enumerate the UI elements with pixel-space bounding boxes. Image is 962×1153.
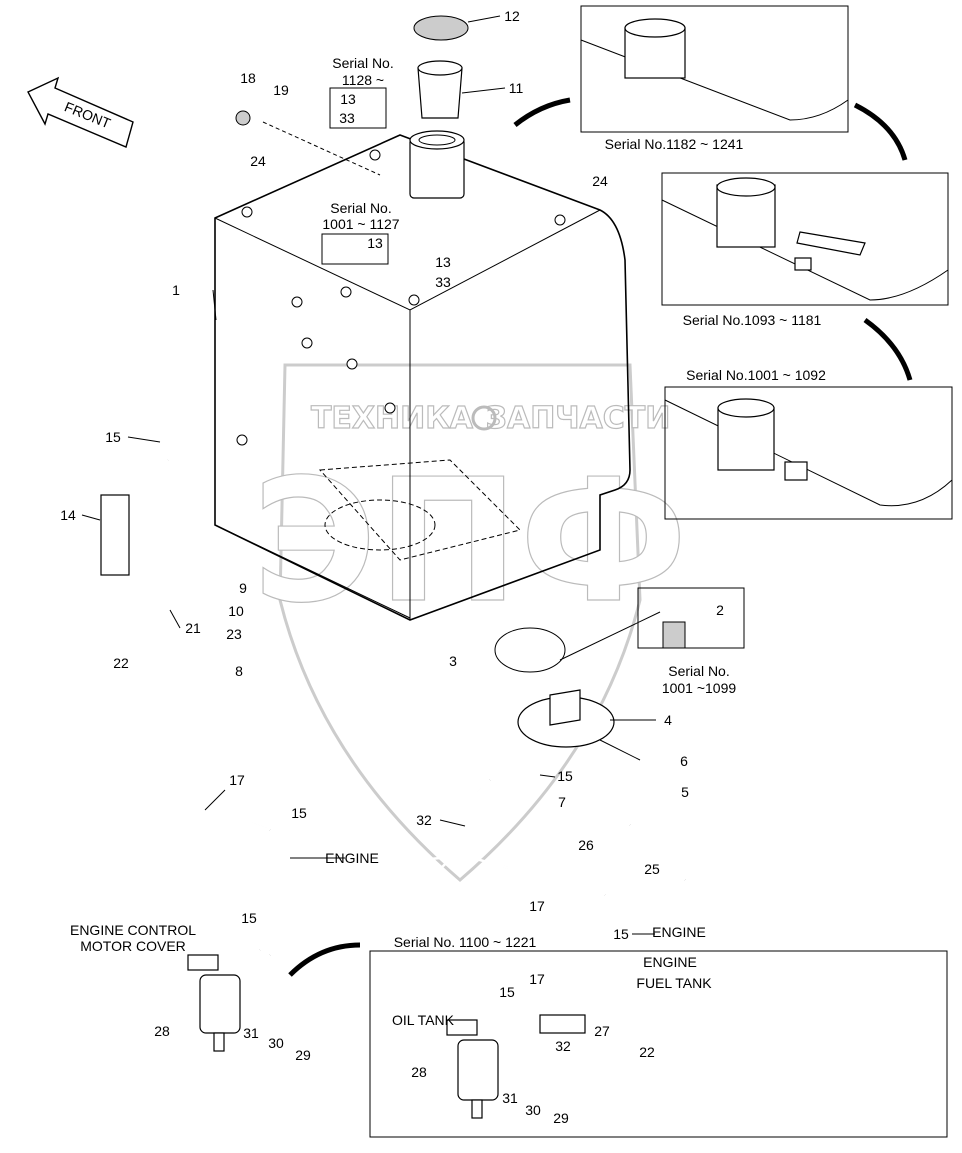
part-number-callout: 18 [240, 70, 256, 86]
part-number-callout: 4 [664, 712, 672, 728]
part-number-callout: 19 [273, 82, 289, 98]
annotation-label: 1001 ~ 1127 [322, 216, 399, 232]
annotation-label: MOTOR COVER [80, 938, 186, 954]
part-number-callout: 12 [504, 8, 520, 24]
part-number-callout: 15 [557, 768, 573, 784]
annotation-label: ENGINE CONTROL [70, 922, 196, 938]
serial-box-1001 [321, 233, 389, 265]
part-number-callout: 15 [499, 984, 515, 1000]
fuel-tank [214, 130, 631, 621]
part-number-callout: 21 [185, 620, 201, 636]
part-number-callout: 2 [716, 602, 724, 618]
part-number-callout: 13 [367, 235, 383, 251]
inset-serial-1100-1221 [369, 950, 948, 1138]
part-number-callout: 17 [229, 772, 245, 788]
part-number-callout: 13 [435, 254, 451, 270]
part-number-callout: 28 [154, 1023, 170, 1039]
o-ring [494, 627, 566, 673]
part-number-callout: 15 [613, 926, 629, 942]
part-number-callout: 30 [525, 1102, 541, 1118]
part-number-callout: 32 [555, 1038, 571, 1054]
part-number-callout: 30 [268, 1035, 284, 1051]
part-number-callout: 33 [435, 274, 451, 290]
serial-box-1128 [329, 87, 387, 129]
part-number-callout: 31 [502, 1090, 518, 1106]
part-number-callout: 31 [243, 1025, 259, 1041]
part-number-callout: 33 [339, 110, 355, 126]
annotation-label: 1128 ~ [342, 72, 384, 88]
part-number-callout: 25 [644, 861, 660, 877]
part-number-callout: 26 [578, 837, 594, 853]
sensor-bracket [100, 494, 130, 576]
part-number-callout: 32 [416, 812, 432, 828]
inset-serial-1182-1241 [580, 5, 849, 133]
annotation-label: Serial No. 1100 ~ 1221 [394, 934, 537, 950]
part-number-callout: 7 [558, 794, 566, 810]
annotation-label: ENGINE [652, 924, 706, 940]
annotation-label: 1001 ~1099 [662, 680, 737, 696]
serial-box-1099 [637, 587, 745, 649]
leader-lines [81, 15, 661, 935]
inset-serial-1001-1092 [664, 386, 953, 520]
part-number-callout: 15 [241, 910, 257, 926]
annotation-label: Serial No.1182 ~ 1241 [605, 136, 744, 152]
part-number-callout: 23 [226, 626, 242, 642]
part-number-callout: 24 [592, 173, 608, 189]
part-number-callout: 27 [594, 1023, 610, 1039]
part-number-callout: 15 [291, 805, 307, 821]
annotation-label: Serial No.1093 ~ 1181 [683, 312, 822, 328]
front-arrow: FRONT [27, 76, 134, 148]
annotation-label: OIL TANK [392, 1012, 455, 1028]
part-number-callout: 22 [639, 1044, 655, 1060]
fuel-filter-28-inset [446, 1014, 586, 1119]
watermark-right: ЗАПЧАСТИ [486, 401, 671, 436]
inset-serial-1093-1181 [661, 172, 949, 306]
annotation-label: Serial No. [668, 663, 729, 679]
annotation-label: Serial No. [330, 200, 391, 216]
part-number-callout: 24 [250, 153, 266, 169]
annotation-label: FUEL TANK [636, 975, 712, 991]
part-number-callout: 8 [235, 663, 243, 679]
part-number-callout: 13 [340, 91, 356, 107]
part-number-callout: 3 [449, 653, 457, 669]
annotation-label: Serial No. [332, 55, 393, 71]
part-number-callout: 22 [113, 655, 129, 671]
part-number-callout: 15 [105, 429, 121, 445]
filler-cap [413, 15, 469, 41]
part-number-callout: 29 [295, 1047, 311, 1063]
part-number-callout: 11 [509, 80, 524, 96]
part-number-callout: 17 [529, 898, 545, 914]
part-number-callout: 28 [411, 1064, 427, 1080]
part-number-callout: 1 [172, 282, 180, 298]
part-number-callout: 14 [60, 507, 76, 523]
annotation-label: ENGINE [325, 850, 379, 866]
annotation-label: Serial No.1001 ~ 1092 [686, 367, 826, 383]
annotation-label: ENGINE [643, 954, 697, 970]
fuel-filter-28 [187, 954, 241, 1052]
part-number-callout: 17 [529, 971, 545, 987]
part-number-callout: 29 [553, 1110, 569, 1126]
gear-icon [471, 405, 497, 431]
part-number-callout: 10 [228, 603, 244, 619]
part-number-callout: 5 [681, 784, 689, 800]
part-number-callout: 6 [680, 753, 688, 769]
part-number-callout: 9 [239, 580, 247, 596]
